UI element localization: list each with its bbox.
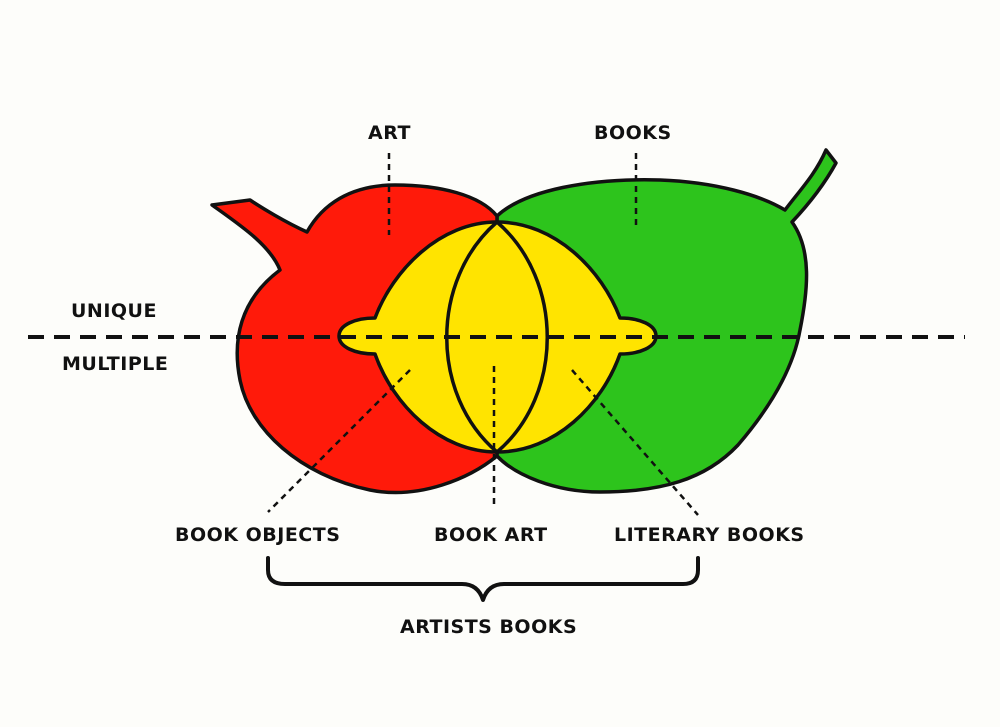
multiple-label: MULTIPLE	[62, 353, 169, 375]
art-label: ART	[368, 122, 411, 144]
books-label: BOOKS	[594, 122, 672, 144]
book-art-lens	[445, 219, 549, 455]
book-objects-leader-line	[267, 369, 411, 513]
book-art-label: BOOK ART	[434, 524, 548, 546]
literary-books-label: LITERARY BOOKS	[614, 524, 805, 546]
artists-books-label: ARTISTS BOOKS	[400, 616, 578, 638]
book-objects-label: BOOK OBJECTS	[175, 524, 341, 546]
unique-label: UNIQUE	[71, 300, 157, 322]
artists-books-brace	[266, 556, 700, 602]
